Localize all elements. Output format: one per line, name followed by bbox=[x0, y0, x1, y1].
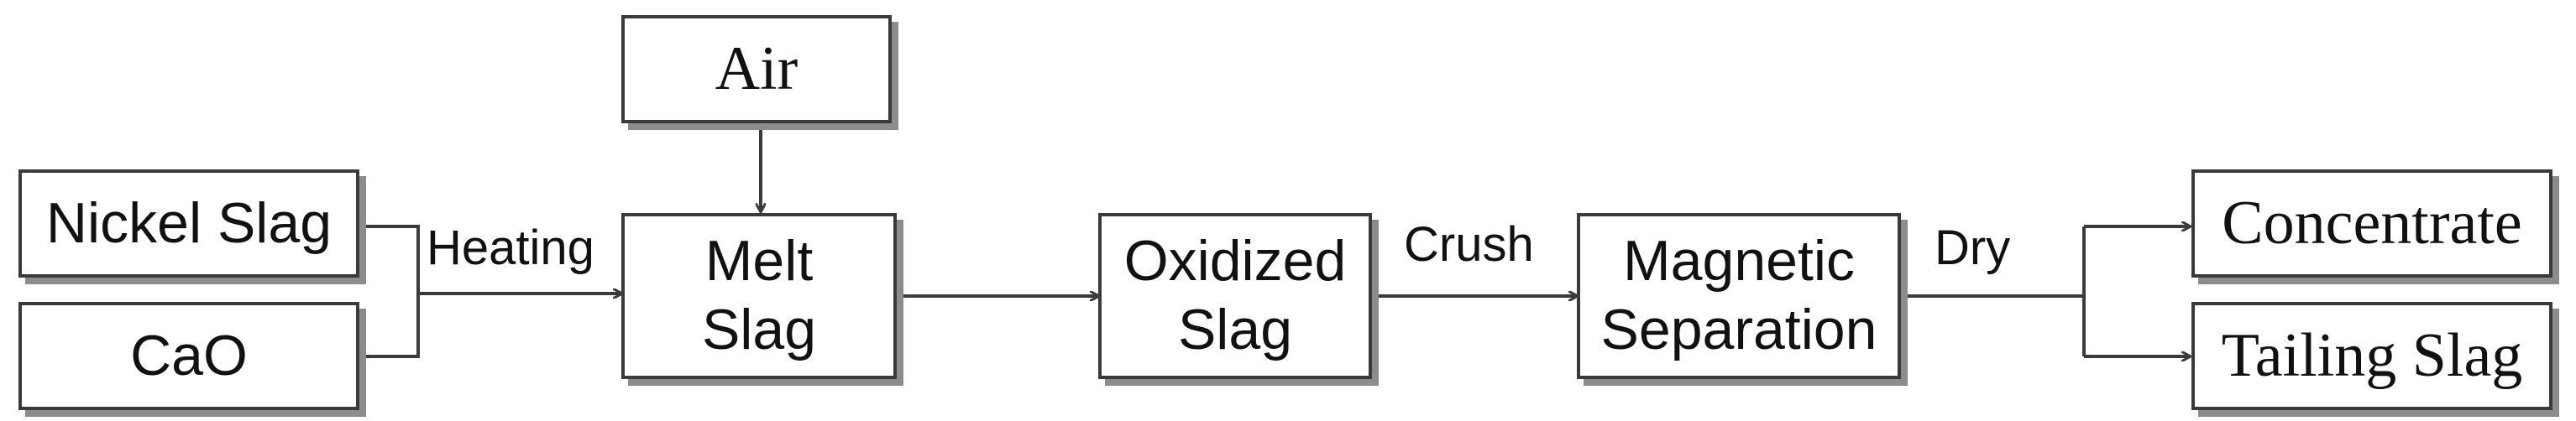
cao-label: CaO bbox=[130, 323, 248, 387]
nickel-slag-connector bbox=[359, 225, 420, 358]
melt-slag-label-line1: Melt bbox=[704, 229, 814, 294]
crush-edge-label: Crush bbox=[1404, 217, 1534, 272]
oxidized-slag-label-line2: Slag bbox=[1177, 298, 1293, 361]
air-label: Air bbox=[715, 34, 798, 103]
air-box: Air bbox=[621, 15, 892, 123]
melt-slag-label-line2: Slag bbox=[701, 298, 817, 361]
tailing-slag-label: Tailing Slag bbox=[2221, 320, 2523, 390]
concentrate-box: Concentrate bbox=[2191, 169, 2552, 278]
melt-slag-box: Melt Slag bbox=[621, 213, 897, 379]
nickel-slag-label: Nickel Slag bbox=[45, 190, 332, 255]
oxidized-slag-box: Oxidized Slag bbox=[1098, 213, 1372, 379]
tailing-slag-box: Tailing Slag bbox=[2191, 302, 2552, 410]
magnetic-separation-label-line2: Separation bbox=[1600, 298, 1877, 361]
oxidized-slag-label-line1: Oxidized bbox=[1123, 229, 1347, 294]
magnetic-separation-box: Magnetic Separation bbox=[1577, 213, 1901, 379]
nickel-slag-box: Nickel Slag bbox=[18, 169, 359, 278]
concentrate-label: Concentrate bbox=[2222, 188, 2522, 257]
dry-edge-label: Dry bbox=[1935, 221, 2011, 275]
heating-edge-label: Heating bbox=[427, 221, 594, 275]
magnetic-separation-label-line1: Magnetic bbox=[1623, 229, 1855, 294]
cao-box: CaO bbox=[18, 302, 359, 410]
